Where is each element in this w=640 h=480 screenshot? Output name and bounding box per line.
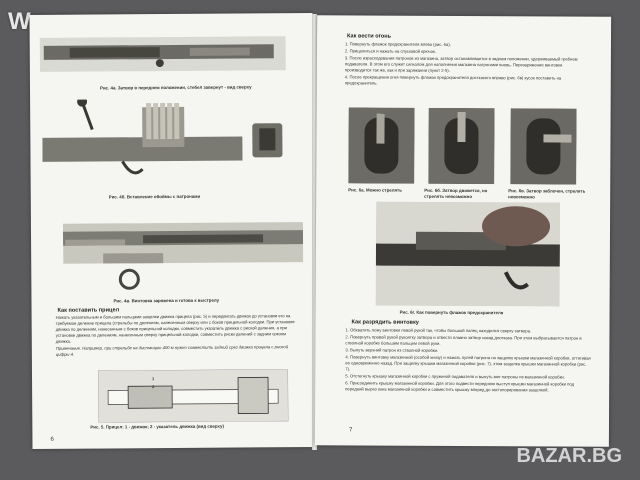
heading-fire: Как вести огонь [347,33,392,40]
caption-fig4v: Рис. 4в. Винтовка заряжена и готова к вы… [113,297,220,304]
paragraph-unload-6: 6. Присоединить крышку магазинной коробк… [345,380,575,393]
text-sight: Нажать указательным и большим пальцами з… [56,313,298,359]
text-unload: 1. Обхватить ложу винтовки левой рукой т… [345,327,591,394]
caption-fig6a: Рис. 6а. Можно стрелять [348,187,402,193]
paragraph-unload-1: 1. Обхватить ложу винтовки левой рукой т… [345,327,532,334]
paragraph-unload-3: 3. Выпуть верхний патрон из стволной кор… [345,347,439,353]
paragraph-fire-3: 3. После израсходования патронов из мага… [344,55,578,73]
caption-fig6b: Рис. 6б. Затвор движется, но стрелять не… [424,187,488,200]
sight-label-2: 2 [152,384,155,390]
heading-sight: Как поставить прицел [57,307,120,314]
page-number-left: 6 [50,436,54,443]
figure-4v-rifle-loaded [62,222,304,290]
text-fire: 1. Повернуть флажок предохранителя влево… [345,41,589,88]
watermark-logo: BAZAR.BG [516,445,622,467]
paragraph-unload-2: 2. Повернуть правой рукой рукоятку затво… [345,334,582,346]
caption-fig6g: Рис. 6г. Как повернуть флажок предохрани… [399,309,504,316]
right-page: Как вести огонь 1. Повернуть флажок пред… [314,15,612,447]
photo-6v-bolt-locked [510,108,577,185]
page-number-right: 7 [348,427,353,434]
book-fold [312,14,317,450]
paragraph-unload-4: 4. Повернуть винтовку магазинной (особой… [345,354,591,372]
heading-unload: Как разрядить винтовку [351,319,419,326]
paragraph-unload-5: 5. Отстегнуть крышку магазинной коробки … [345,373,565,380]
paragraph-fire-4: 4. После прекращения огня повернуть флаж… [344,74,562,86]
caption-fig6v: Рис. 6в. Затвор заблочен, стрелять невоз… [508,188,586,200]
sight-label-1: 1 [152,376,155,382]
caption-fig4a: Рис. 4а. Затвор в переднем положении, ст… [99,84,252,91]
paragraph-fire-1: 1. Повернуть флажок предохранителя влево… [344,41,451,47]
figure-5-sight [97,369,289,423]
photo-6b-bolt-moves [428,107,495,185]
left-page: Рис. 4а. Затвор в переднем положении, ст… [29,13,316,449]
paragraph-sight-note: Примечание. Например, при стрельбе на ди… [55,344,289,357]
figure-4a-rifle-top [39,36,286,72]
figure-4b-clip-loading [42,98,283,175]
caption-fig5: Рис. 5. Прицел: 1 - движок; 2 - указател… [90,423,224,430]
caption-fig4b: Рис. 4б. Вставление обоймы с патронами [108,193,201,200]
photo-6g-rotate-safety [375,201,561,307]
paragraph-fire-2: 2. Прицелиться и нажать на спусковой крю… [344,48,436,54]
paragraph-sight-1: Нажать указательным и большим пальцами з… [55,313,295,344]
photo-6a-safety-off [348,107,415,184]
